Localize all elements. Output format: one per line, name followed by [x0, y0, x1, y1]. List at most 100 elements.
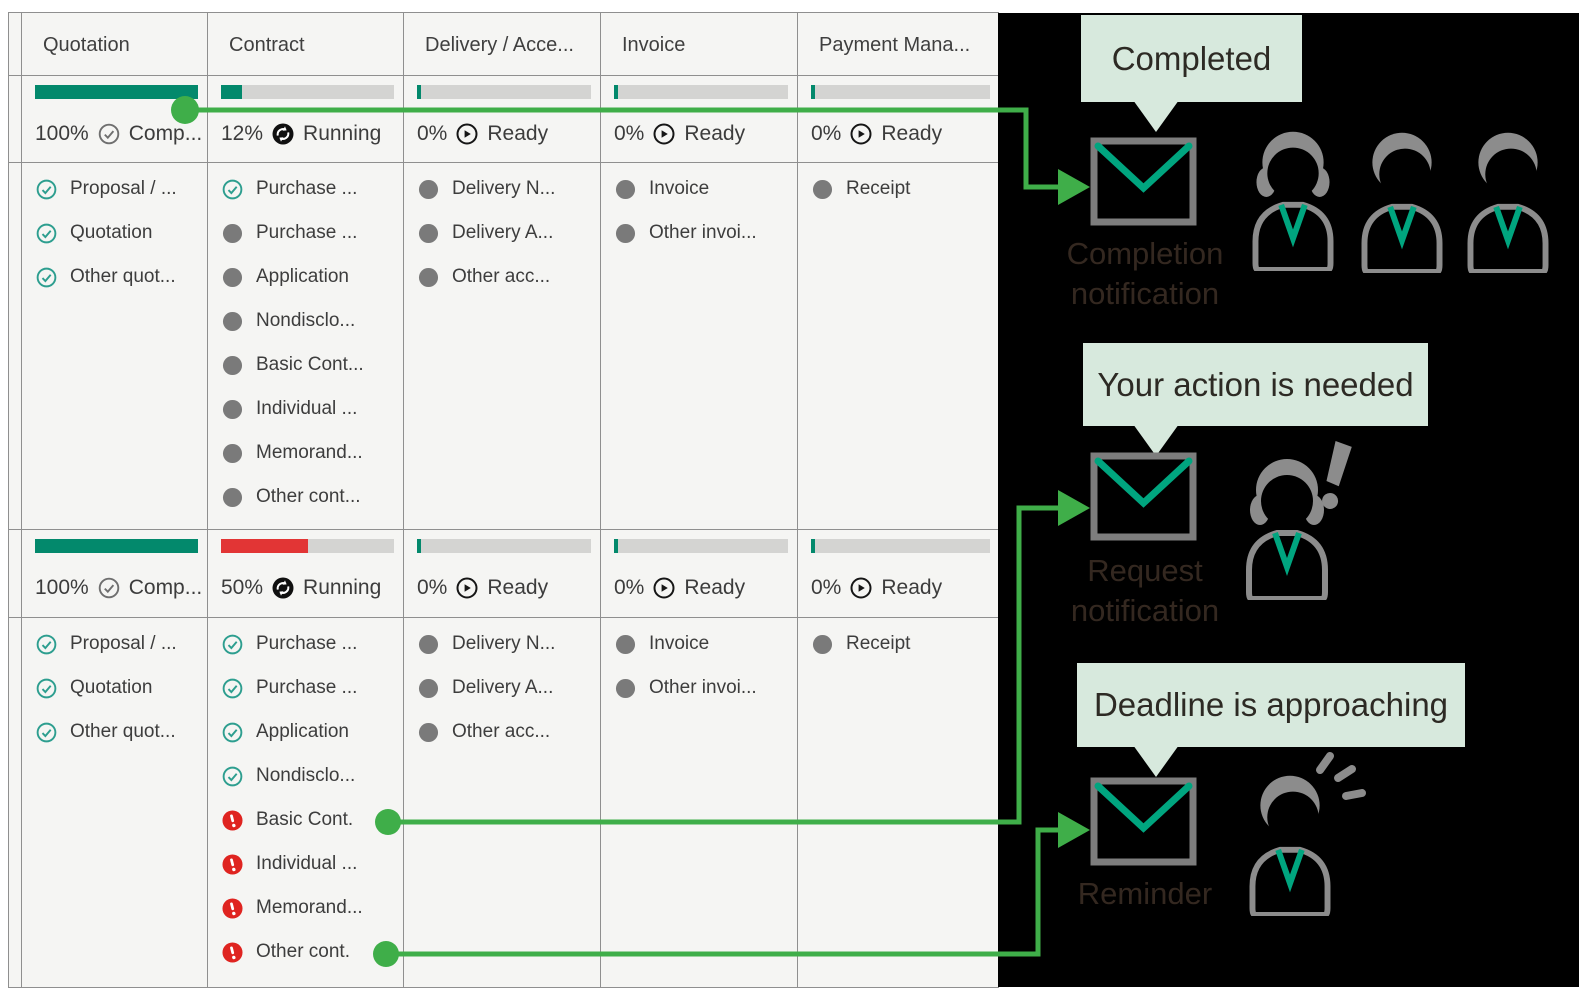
check-circle-icon [222, 766, 243, 786]
status-label: Ready [881, 122, 943, 145]
list-item[interactable]: Receipt [798, 167, 999, 211]
label-line: notification [1070, 593, 1220, 628]
list-item[interactable]: Other cont... [208, 475, 403, 519]
list-item[interactable]: Delivery A... [404, 666, 600, 710]
item-label: Invoice [649, 633, 710, 654]
list-item[interactable]: Invoice [601, 622, 797, 666]
list-item[interactable]: Application [208, 255, 403, 299]
alert-icon [222, 941, 243, 963]
list-item[interactable]: Other invoi... [601, 666, 797, 710]
list-item[interactable]: Nondisclo... [208, 299, 403, 343]
progress-cell-contract-2: 50% Running [208, 530, 403, 617]
progress-track [35, 539, 198, 553]
list-item[interactable]: Purchase ... [208, 167, 403, 211]
list-item[interactable]: Delivery N... [404, 622, 600, 666]
list-item[interactable]: Purchase ... [208, 211, 403, 255]
pending-dot-icon [222, 487, 243, 507]
progress-cell-payment-1: 0% Ready [798, 76, 999, 162]
list-item[interactable]: Memorand... [208, 886, 403, 930]
list-item[interactable]: Other cont. [208, 930, 403, 974]
list-item[interactable]: Quotation [22, 666, 207, 710]
pending-dot-icon [222, 311, 243, 331]
item-label: Other quot... [70, 266, 176, 287]
check-circle-icon [222, 722, 243, 742]
status-line: 100% Comp... [35, 122, 207, 146]
list-item[interactable]: Individual ... [208, 842, 403, 886]
label-line: notification [1070, 276, 1220, 311]
progress-percent: 100% [35, 576, 89, 599]
pending-dot-icon [615, 634, 636, 654]
item-label: Delivery A... [452, 222, 554, 243]
list-item[interactable]: Other acc... [404, 255, 600, 299]
items-invoice-1: Invoice Other invoi... [601, 163, 797, 529]
bubble-text: Deadline is approaching [1093, 686, 1449, 723]
person-icon [1361, 132, 1443, 273]
progress-track [811, 85, 990, 99]
envelope-icon [1090, 777, 1197, 866]
status-label: Ready [684, 576, 746, 599]
notification-label: Reminder [1025, 874, 1265, 914]
list-item[interactable]: Other acc... [404, 710, 600, 754]
items-contract-2: Purchase ... Purchase ... Application No… [208, 618, 403, 987]
progress-track [221, 539, 394, 553]
pending-dot-icon [418, 634, 439, 654]
sliver-header-cell [9, 13, 21, 75]
column-header-contract: Contract [208, 13, 403, 75]
person-female-icon [1246, 459, 1328, 600]
list-item[interactable]: Quotation [22, 211, 207, 255]
list-item[interactable]: Delivery A... [404, 211, 600, 255]
list-item[interactable]: Basic Cont... [208, 343, 403, 387]
speech-bubble-completed: Completed [1081, 15, 1302, 102]
list-item[interactable]: Other quot... [22, 710, 207, 754]
speech-bubble-action-needed: Your action is needed [1083, 343, 1428, 426]
item-label: Receipt [846, 633, 911, 654]
progress-fill [221, 539, 308, 553]
list-item[interactable]: Receipt [798, 622, 999, 666]
status-ready-icon [456, 577, 478, 599]
list-item[interactable]: Purchase ... [208, 666, 403, 710]
status-ready-icon [850, 577, 872, 599]
list-item[interactable]: Delivery N... [404, 167, 600, 211]
person-icon [1249, 775, 1331, 916]
status-label: Ready [487, 122, 549, 145]
list-item[interactable]: Other invoi... [601, 211, 797, 255]
sliver-cell [9, 163, 21, 529]
exclamation-icon [1322, 440, 1352, 509]
list-item[interactable]: Other quot... [22, 255, 207, 299]
check-circle-icon [222, 678, 243, 698]
list-item[interactable]: Application [208, 710, 403, 754]
progress-track [35, 85, 198, 99]
status-label: Ready [487, 576, 549, 599]
label-line: Request [1087, 553, 1203, 588]
check-circle-icon [36, 223, 57, 243]
sliver-cell [9, 530, 21, 617]
pending-dot-icon [222, 223, 243, 243]
pending-dot-icon [222, 443, 243, 463]
item-label: Basic Cont. [256, 809, 354, 830]
progress-percent: 50% [221, 576, 264, 599]
item-label: Nondisclo... [256, 765, 356, 786]
list-item[interactable]: Invoice [601, 167, 797, 211]
list-item[interactable]: Memorand... [208, 431, 403, 475]
list-item[interactable]: Proposal / ... [22, 167, 207, 211]
item-label: Memorand... [256, 897, 363, 918]
progress-fill [811, 85, 815, 99]
status-complete-icon [98, 123, 119, 145]
list-item[interactable]: Proposal / ... [22, 622, 207, 666]
pending-dot-icon [418, 722, 439, 742]
status-label: Comp... [128, 576, 203, 599]
sliver-cell [9, 618, 21, 987]
list-item[interactable]: Basic Cont. [208, 798, 403, 842]
pending-dot-icon [222, 267, 243, 287]
progress-cell-invoice-1: 0% Ready [601, 76, 797, 162]
list-item[interactable]: Purchase ... [208, 622, 403, 666]
item-label: Memorand... [256, 442, 363, 463]
item-label: Individual ... [256, 853, 358, 874]
list-item[interactable]: Nondisclo... [208, 754, 403, 798]
pending-dot-icon [418, 179, 439, 199]
list-item[interactable]: Individual ... [208, 387, 403, 431]
status-line: 0% Ready [614, 576, 797, 600]
progress-percent: 0% [811, 576, 842, 599]
progress-percent: 12% [221, 122, 264, 145]
status-label: Ready [684, 122, 746, 145]
